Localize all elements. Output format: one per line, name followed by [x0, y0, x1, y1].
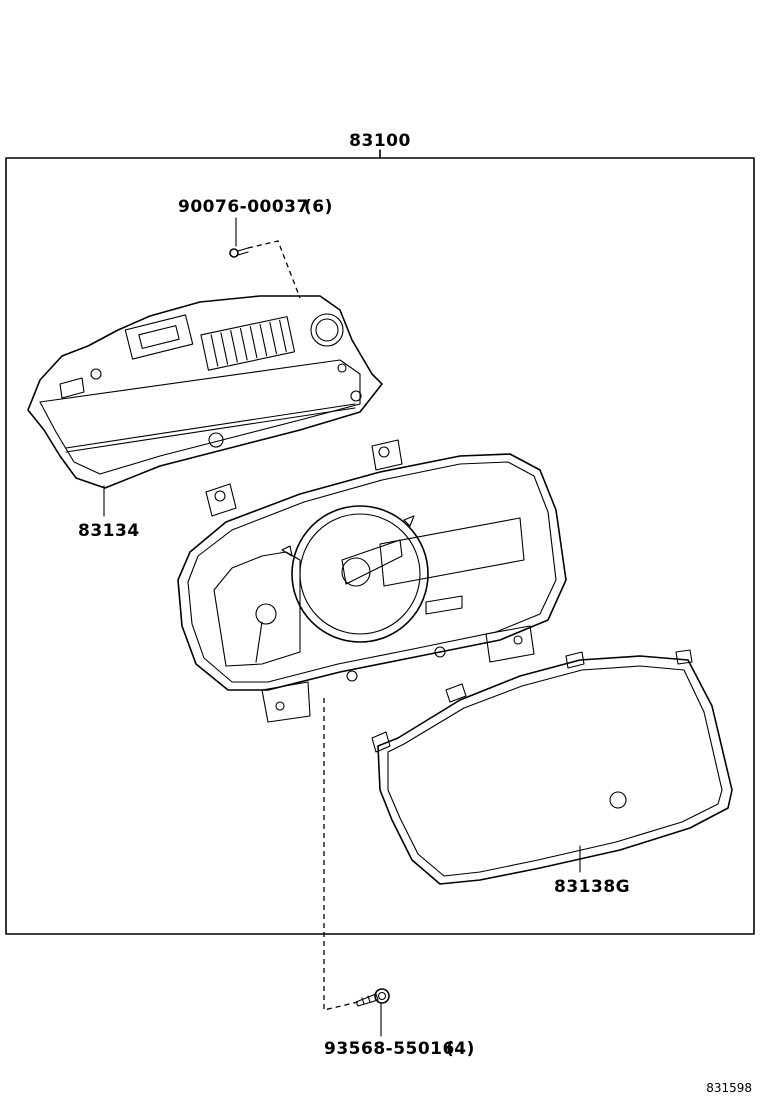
- glass-drawing: [371, 649, 733, 885]
- screw-top-part-number: 90076-00037: [178, 197, 309, 217]
- rear-case-drawing: [27, 295, 383, 489]
- screw-top-qty: (6): [304, 197, 333, 217]
- screw-bottom-qty: (4): [446, 1039, 475, 1059]
- screw-bottom-guide: [323, 698, 359, 1011]
- screw-top-icon: [229, 240, 301, 299]
- figure-id: 831598: [706, 1081, 752, 1095]
- screw-bottom-label: 93568-55016 (4): [324, 1003, 475, 1059]
- rear-case-part-number: 83134: [78, 521, 140, 541]
- screw-bottom-icon: [355, 988, 390, 1007]
- glass-label: 83138G: [554, 845, 630, 897]
- assembly-frame: [5, 149, 755, 935]
- assembly-part-number: 83100: [349, 131, 411, 151]
- glass-part-number: 83138G: [554, 877, 630, 897]
- rear-case-label: 83134: [78, 485, 140, 541]
- cluster-body-drawing: [177, 439, 567, 723]
- screw-bottom-part-number: 93568-55016: [324, 1039, 455, 1059]
- screw-top-label: 90076-00037 (6): [178, 197, 333, 247]
